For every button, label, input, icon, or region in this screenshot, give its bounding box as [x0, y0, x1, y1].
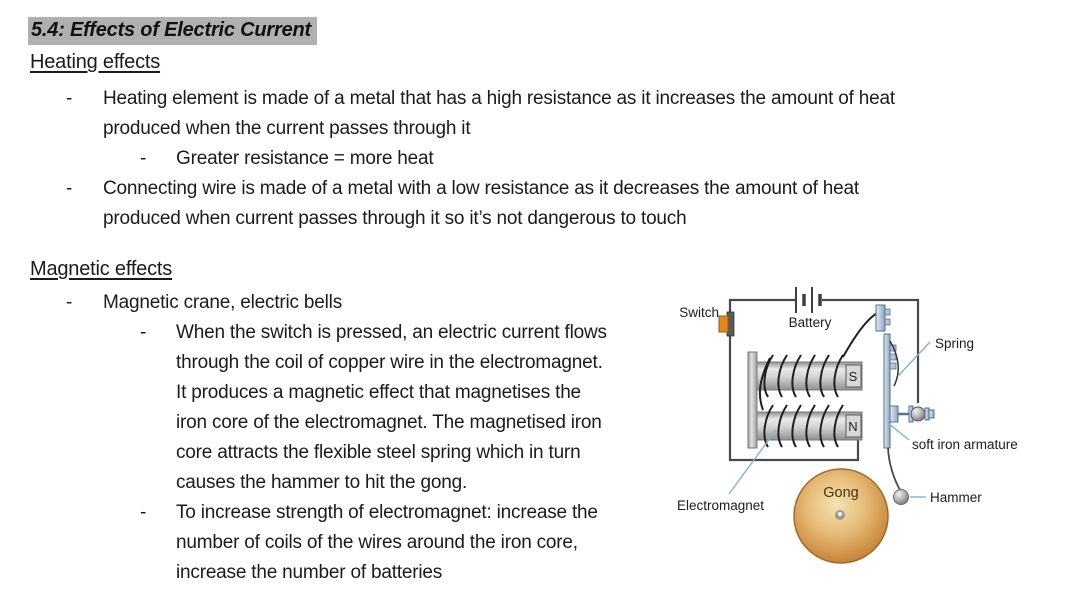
armature-bar: [883, 333, 891, 449]
bracket-nub: [884, 318, 891, 326]
coil-bottom: [763, 404, 844, 448]
text-line: produced when the current passes through…: [103, 118, 471, 139]
switch-button: [718, 311, 735, 337]
coil-top: [763, 354, 844, 398]
armature-nub: [889, 353, 897, 361]
pole-n-box: [845, 414, 862, 438]
armature-assembly: [875, 304, 935, 505]
bullet-text: To increase strength of electromagnet: i…: [176, 498, 598, 588]
circuit-left-wire: [728, 298, 860, 462]
contact-screw: [889, 405, 935, 423]
electromagnet-leader: [728, 429, 777, 495]
bullet-text: When the switch is pressed, an electric …: [176, 318, 607, 498]
text-line: core attracts the flexible steel spring …: [176, 442, 581, 463]
bullet-dash: -: [66, 292, 73, 313]
battery-icon: [795, 287, 822, 313]
electric-bell-diagram: S N: [677, 287, 1018, 564]
battery-label: Battery: [789, 315, 832, 330]
coil-connector-wire: [758, 357, 771, 411]
mount-bar: [747, 351, 758, 449]
bullet-dash: -: [140, 148, 147, 169]
electromagnet: S N: [747, 311, 880, 449]
hammer-ball: [893, 489, 909, 505]
bracket-nub: [884, 308, 891, 316]
armature-nub: [889, 362, 897, 370]
page-title: 5.4: Effects of Electric Current: [28, 17, 317, 45]
pole-s-box: [845, 364, 862, 388]
circuit-right-wire: [822, 298, 920, 403]
text-line: When the switch is pressed, an electric …: [176, 322, 607, 343]
heating-list: - Heating element is made of a metal tha…: [0, 84, 1000, 234]
sub-bullet-item: - When the switch is pressed, an electri…: [0, 318, 680, 498]
text-line: It produces a magnetic effect that magne…: [176, 382, 581, 403]
spring-wire: [889, 340, 899, 387]
text-line: iron core of the electromagnet. The magn…: [176, 412, 602, 433]
text-line: To increase strength of electromagnet: i…: [176, 502, 598, 523]
text-line: Greater resistance = more heat: [176, 148, 434, 169]
text-line: causes the hammer to hit the gong.: [176, 472, 468, 493]
hammer-arm-wire: [887, 447, 901, 491]
leader-lines: [728, 341, 931, 498]
diagram-labels: Switch Battery Spring soft iron armature…: [677, 305, 1018, 513]
bullet-item: - Magnetic crane, electric bells: [0, 288, 680, 318]
text-line: Heating element is made of a metal that …: [103, 88, 895, 109]
gong-center-dot-highlight: [838, 512, 842, 516]
hammer-label: Hammer: [930, 490, 982, 505]
coil-to-bracket-wire: [842, 311, 880, 358]
bullet-text: Connecting wire is made of a metal with …: [103, 174, 859, 234]
heading-magnetic-effects: Magnetic effects: [30, 258, 173, 280]
gong-label: Gong: [823, 485, 858, 501]
gong: Gong: [793, 468, 889, 564]
circuit-wires: [728, 298, 920, 462]
bullet-dash: -: [140, 322, 147, 343]
text-line: through the coil of copper wire in the e…: [176, 352, 603, 373]
pole-s-label: S: [849, 369, 858, 384]
soft-iron-armature-label: soft iron armature: [912, 437, 1018, 452]
spring-leader: [897, 341, 931, 377]
text-line: Connecting wire is made of a metal with …: [103, 178, 859, 199]
heading-heating-effects: Heating effects: [30, 51, 161, 73]
switch-label: Switch: [679, 305, 719, 320]
text-line: produced when current passes through it …: [103, 208, 687, 229]
text-line: Magnetic crane, electric bells: [103, 292, 342, 313]
top-bracket: [875, 304, 886, 332]
magnetic-list: - Magnetic crane, electric bells - When …: [0, 288, 680, 588]
bullet-text: Heating element is made of a metal that …: [103, 84, 895, 144]
bullet-dash: -: [66, 178, 73, 199]
sub-bullet-item: - To increase strength of electromagnet:…: [0, 498, 680, 588]
pole-n-label: N: [848, 419, 857, 434]
bullet-item: - Connecting wire is made of a metal wit…: [0, 174, 1000, 234]
bullet-dash: -: [66, 88, 73, 109]
armature-leader: [887, 422, 910, 441]
bullet-dash: -: [140, 502, 147, 523]
sub-bullet-item: - Greater resistance = more heat: [0, 144, 1000, 174]
electromagnet-label: Electromagnet: [677, 498, 764, 513]
text-line: increase the number of batteries: [176, 562, 443, 583]
bullet-item: - Heating element is made of a metal tha…: [0, 84, 1000, 144]
text-line: number of coils of the wires around the …: [176, 532, 578, 553]
spring-label: Spring: [935, 336, 974, 351]
